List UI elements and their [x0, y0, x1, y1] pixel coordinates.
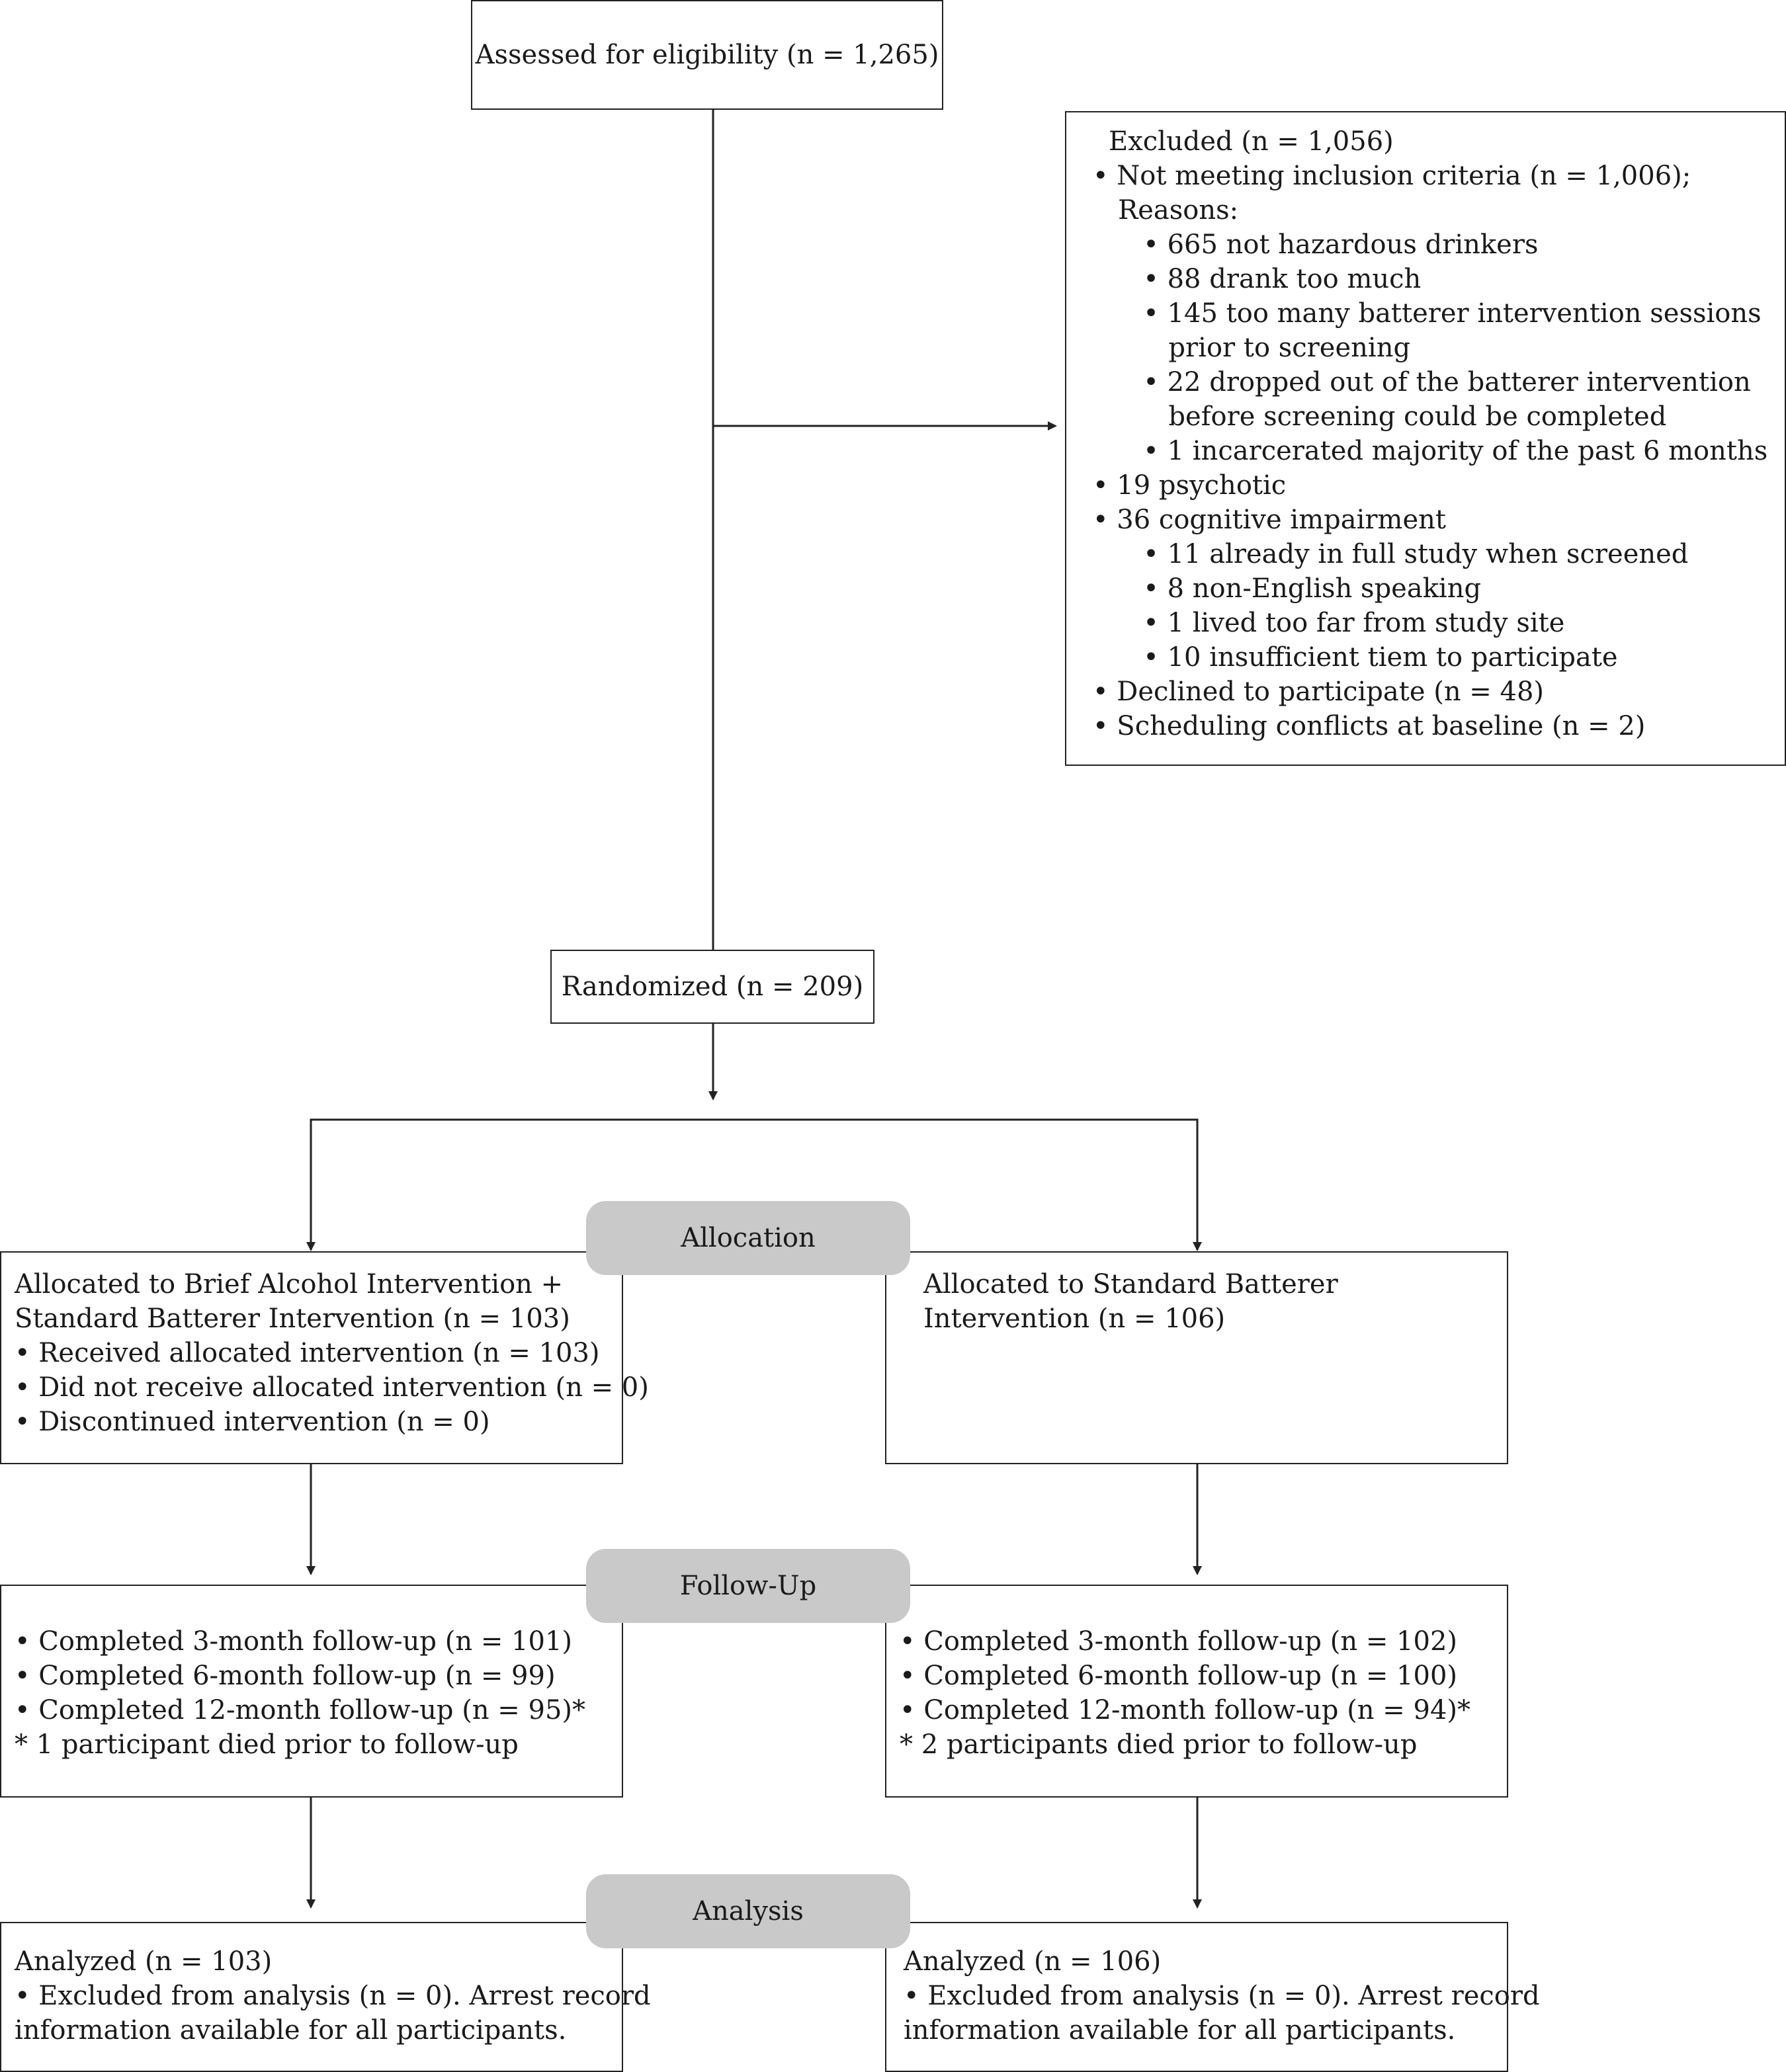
excluded-line: • Declined to participate (n = 48) [1093, 677, 1545, 707]
alloc-left-line: • Did not receive allocated intervention… [15, 1372, 649, 1403]
eligibility-box: Assessed for eligibility (n = 1,265) [471, 0, 943, 110]
excluded-line: • Not meeting inclusion criteria (n = 1,… [1093, 161, 1691, 191]
excluded-line: Reasons: [1093, 195, 1239, 226]
follow-left-line: • Completed 6-month follow-up (n = 99) [15, 1661, 556, 1691]
alloc-left-line: • Discontinued intervention (n = 0) [15, 1407, 490, 1437]
excluded-box: Excluded (n = 1,056) • Not meeting inclu… [1065, 111, 1786, 766]
analysis-left-line: information available for all participan… [15, 2015, 567, 2046]
excluded-line: • 19 psychotic [1093, 470, 1287, 501]
excluded-line: before screening could be completed [1093, 401, 1667, 432]
analysis-right-box: Analyzed (n = 106) • Excluded from analy… [885, 1922, 1540, 2072]
follow-left-line: * 1 participant died prior to follow-up [15, 1729, 519, 1760]
excluded-line: • 145 too many batterer intervention ses… [1093, 298, 1762, 329]
excluded-line: • Scheduling conflicts at baseline (n = … [1093, 711, 1646, 741]
follow-right-line: • Completed 6-month follow-up (n = 100) [900, 1661, 1458, 1691]
analysis-right-line: • Excluded from analysis (n = 0). Arrest… [904, 1981, 1540, 2011]
follow-right-line: • Completed 3-month follow-up (n = 102) [900, 1626, 1458, 1657]
alloc-left-line: • Received allocated intervention (n = 1… [15, 1338, 600, 1368]
alloc-left-box: Allocated to Brief Alcohol Intervention … [0, 1251, 649, 1464]
stage-allocation-label: Allocation [586, 1201, 910, 1275]
follow-left-line: • Completed 12-month follow-up (n = 95)* [15, 1695, 586, 1725]
analysis-right-line: Analyzed (n = 106) [904, 1946, 1162, 1977]
analysis-left-box: Analyzed (n = 103) • Excluded from analy… [0, 1922, 651, 2072]
follow-left-line: • Completed 3-month follow-up (n = 101) [15, 1626, 573, 1657]
follow-right-line: • Completed 12-month follow-up (n = 94)* [900, 1695, 1471, 1725]
excluded-line: • 11 already in full study when screened [1093, 539, 1689, 569]
excluded-line: • 1 incarcerated majority of the past 6 … [1093, 436, 1768, 466]
excluded-line: • 88 drank too much [1093, 264, 1422, 294]
stage-followup-label: Follow-Up [586, 1549, 910, 1623]
alloc-left-line: Allocated to Brief Alcohol Intervention … [15, 1269, 564, 1300]
follow-right-line: * 2 participants died prior to follow-up [900, 1729, 1418, 1760]
randomized-text: Randomized (n = 209) [561, 972, 864, 1002]
excluded-line: • 8 non-English speaking [1093, 573, 1482, 604]
excluded-line: • 10 insufficient tiem to participate [1093, 642, 1618, 673]
alloc-right-line: Intervention (n = 106) [923, 1304, 1226, 1334]
randomized-box: Randomized (n = 209) [550, 950, 874, 1024]
excluded-line: • 36 cognitive impairment [1093, 505, 1446, 535]
alloc-right-box: Allocated to Standard Batterer Intervent… [885, 1251, 1508, 1464]
follow-left-box: • Completed 3-month follow-up (n = 101) … [0, 1585, 623, 1798]
excluded-line: • 1 lived too far from study site [1093, 608, 1565, 638]
excluded-line: • 665 not hazardous drinkers [1093, 229, 1539, 260]
excluded-line: • 22 dropped out of the batterer interve… [1093, 367, 1751, 397]
follow-right-box: • Completed 3-month follow-up (n = 102) … [885, 1585, 1508, 1798]
excluded-line: prior to screening [1093, 333, 1411, 363]
excluded-line: Excluded (n = 1,056) [1109, 126, 1394, 157]
stage-analysis-label: Analysis [586, 1874, 910, 1948]
analysis-left-line: • Excluded from analysis (n = 0). Arrest… [15, 1981, 651, 2011]
alloc-left-line: Standard Batterer Intervention (n = 103) [15, 1304, 570, 1334]
connector-split [310, 1118, 1199, 1250]
eligibility-text: Assessed for eligibility (n = 1,265) [475, 40, 939, 70]
alloc-right-line: Allocated to Standard Batterer [923, 1269, 1338, 1300]
analysis-right-line: information available for all participan… [904, 2015, 1456, 2046]
analysis-left-line: Analyzed (n = 103) [15, 1946, 273, 1977]
